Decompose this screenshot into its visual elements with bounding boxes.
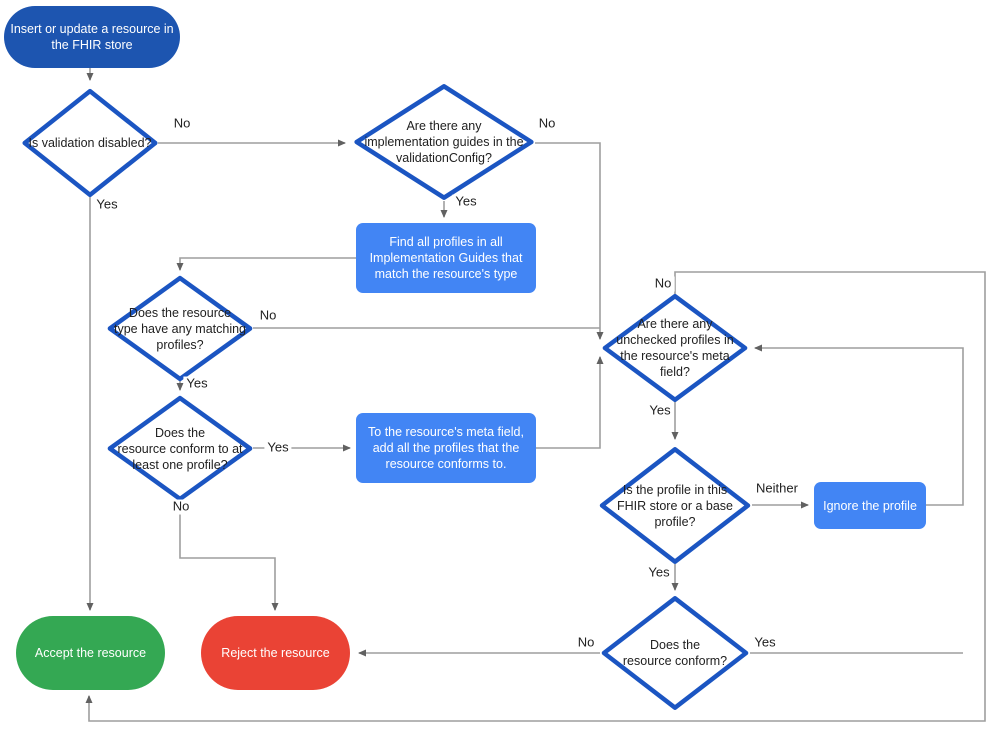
diamond-shape [107,396,253,501]
node-accept-label: Accept the resource [34,646,147,660]
node-start: Insert or update a resource in the FHIR … [4,6,180,68]
node-reject-label: Reject the resource [221,646,330,660]
node-start-label: Insert or update a resource in the FHIR … [10,22,174,52]
node-unchecked-profiles: Are there any unchecked profiles in the … [602,294,748,402]
node-matching-profiles: Does the resource type have any matching… [107,276,253,381]
node-implementation-guides: Are there any implementation guides in t… [353,84,535,200]
diamond-shape [601,596,749,710]
node-add-profiles-meta-label: To the resource's meta field, add all th… [368,425,524,471]
node-is-validation-disabled: Is validation disabled? [22,89,158,197]
edge-label-implementation-guides-yes: Yes [452,194,480,210]
node-add-profiles-meta: To the resource's meta field, add all th… [356,413,536,483]
edge-label-profile-in-store-yes: Yes [645,565,673,581]
edge-label-implementation-guides-no: No [535,116,559,132]
edge-label-resource-conform-yes: Yes [751,635,779,651]
diamond-shape [602,294,748,402]
node-profile-in-store: Is the profile in this FHIR store or a b… [599,447,751,564]
node-ignore-profile: Ignore the profile [814,482,926,529]
edge-label-matching-profiles-yes: Yes [183,376,211,392]
node-reject: Reject the resource [201,616,350,690]
edge-label-unchecked-profiles-no: No [651,276,675,292]
edge-label-validation-disabled-no: No [170,116,194,132]
edge-label-validation-disabled-yes: Yes [93,197,121,213]
diamond-shape [353,84,535,200]
diamond-shape [22,89,158,197]
node-ignore-profile-label: Ignore the profile [823,498,917,513]
node-find-profiles-label: Find all profiles in all Implementation … [369,235,523,281]
node-resource-conform: Does the resource conform? [601,596,749,710]
edge-label-matching-profiles-no: No [256,308,280,324]
edge-label-resource-conform-no: No [574,635,598,651]
edge-label-profile-in-store-neither: Neither [753,481,801,497]
node-conform-one-profile: Does the resource conform to at least on… [107,396,253,501]
node-find-profiles: Find all profiles in all Implementation … [356,223,536,293]
edge-label-unchecked-profiles-yes: Yes [646,403,674,419]
diamond-shape [107,276,253,381]
edge-label-conform-one-profile-yes: Yes [264,440,292,456]
node-accept: Accept the resource [16,616,165,690]
edge-label-conform-one-profile-no: No [169,499,193,515]
diamond-shape [599,447,751,564]
